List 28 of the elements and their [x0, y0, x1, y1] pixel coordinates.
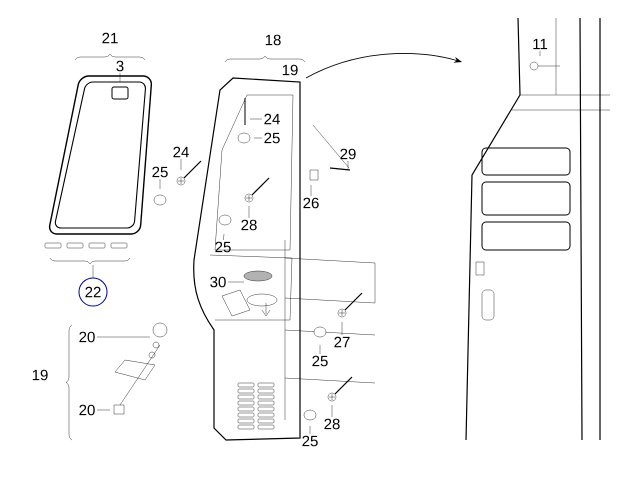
callout-number: 29 [340, 148, 356, 160]
callout-number: 26 [303, 198, 319, 208]
callout-number: 24 [173, 146, 189, 158]
callout-number: 28 [241, 220, 257, 230]
leader-line [92, 264, 94, 278]
callout-number: 24 [264, 114, 280, 124]
callout-number: 27 [334, 336, 350, 348]
callout-number: 19 [282, 64, 298, 76]
callout-number: 25 [312, 356, 328, 366]
callout-number: 3 [116, 60, 124, 72]
leader-line [96, 336, 150, 338]
callout-number: 20 [79, 404, 95, 416]
callout-number: 21 [102, 32, 118, 44]
callout-number: 28 [324, 418, 340, 430]
callout-number: 19 [32, 370, 48, 380]
callout-number: 20 [79, 332, 95, 342]
leader-line [223, 234, 224, 240]
callout-number: 25 [302, 436, 318, 446]
leader-line [250, 118, 262, 120]
callout-number: 25 [152, 166, 168, 178]
callout-number: 25 [215, 242, 231, 252]
callout-number: 25 [264, 132, 280, 144]
leader-line [310, 184, 312, 196]
callout-number: 18 [266, 34, 281, 46]
callout-number: 11 [533, 38, 548, 50]
leader-line [248, 206, 250, 218]
leader-line [180, 158, 182, 170]
callout-number: 30 [210, 276, 226, 288]
